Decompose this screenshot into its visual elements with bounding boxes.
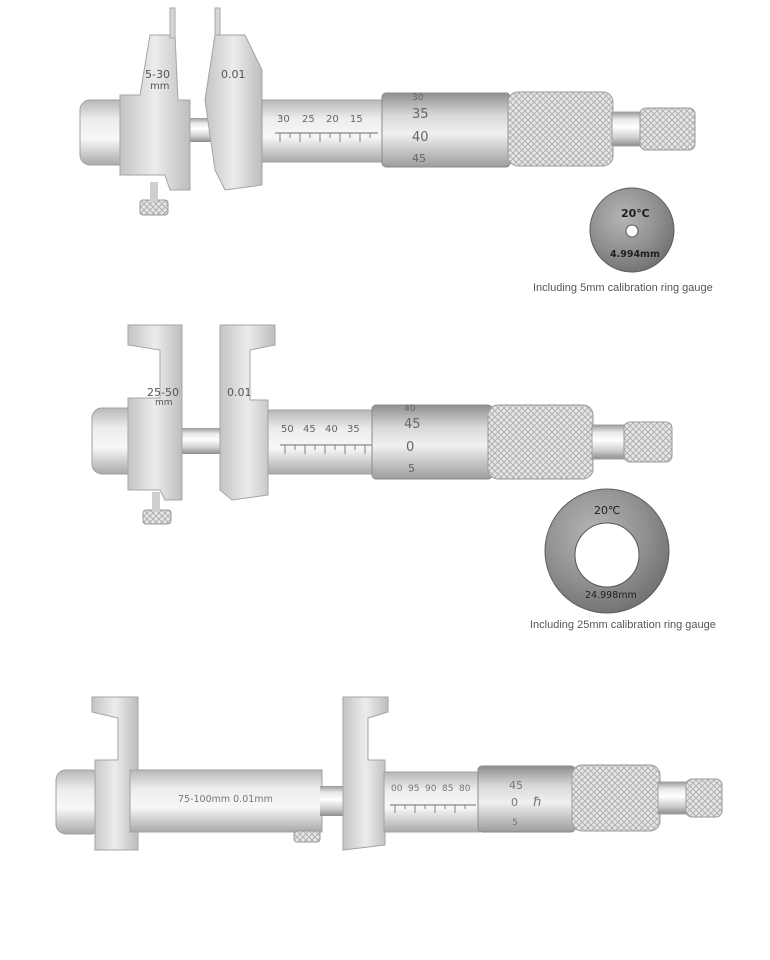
thimble-tick-label: 35 (412, 107, 429, 122)
probe-tip-left (169, 7, 176, 39)
gauge-temp: 20℃ (621, 207, 650, 220)
barrel-label: 75-100mm 0.01mm (178, 794, 273, 805)
range-label: 25-50 (147, 386, 179, 399)
sleeve-tick-label: 80 (459, 784, 471, 794)
thimble-tick-label: 0 (511, 796, 518, 809)
thimble-tick-label: 30 (412, 93, 424, 103)
thimble-tick-label: 45 (412, 152, 426, 165)
sleeve-tick-label: 90 (425, 784, 437, 794)
knurled-grip (571, 764, 661, 832)
thimble-tick-label: 45 (509, 779, 523, 792)
sleeve-tick-label: 20 (326, 114, 339, 125)
ratchet-knob (639, 107, 696, 151)
range-unit: mm (155, 398, 173, 408)
thimble-tick-label: 5 (512, 818, 518, 828)
sleeve-tick-label: 50 (281, 424, 294, 435)
gauge-caption: Including 25mm calibration ring gauge (530, 619, 716, 631)
thimble-tick-label: 0 (406, 440, 414, 455)
thimble (477, 765, 576, 833)
left-jaw (91, 696, 139, 851)
resolution-label: 0.01 (227, 386, 252, 399)
knurled-grip (507, 91, 614, 167)
ring-gauge-5mm: 20℃ 4.994mm (589, 187, 675, 273)
thimble-tick-label: 40 (404, 404, 416, 414)
sleeve (383, 771, 480, 833)
right-jaw (204, 34, 263, 191)
ratchet-knob (685, 778, 723, 818)
sleeve-tick-label: 25 (302, 114, 315, 125)
gauge-temp: 20℃ (594, 504, 620, 517)
spindle (180, 428, 225, 454)
micrometer-5-30: 5-30 mm 0.01 30 25 20 15 30 35 40 45 20℃… (79, 7, 696, 273)
gauge-size: 24.998mm (585, 590, 637, 601)
sleeve-tick-label: 40 (325, 424, 338, 435)
left-jaw (127, 324, 183, 501)
lock-screw-icon (293, 830, 321, 843)
sleeve (261, 99, 383, 163)
sleeve-tick-label: 35 (347, 424, 360, 435)
thimble (371, 404, 493, 480)
sleeve (267, 409, 374, 475)
thimble-tick-label: 40 (412, 130, 429, 145)
right-jaw (219, 324, 276, 501)
sleeve-tick-label: 15 (350, 114, 363, 125)
thimble-tick-label: 5 (408, 462, 415, 475)
right-jaw (342, 696, 389, 851)
thimble (381, 92, 511, 168)
brand-logo-icon: ℏ (533, 795, 541, 810)
gauge-size: 4.994mm (610, 249, 660, 260)
range-label: 5-30 (145, 68, 170, 81)
left-jaw (119, 34, 191, 191)
ring-gauge-25mm: 20℃ 24.998mm (544, 488, 670, 614)
lock-screw-icon (142, 509, 172, 525)
left-end-cap (55, 769, 102, 835)
sleeve-tick-label: 45 (303, 424, 316, 435)
resolution-label: 0.01 (221, 68, 246, 81)
sleeve-tick-label: 95 (408, 784, 419, 794)
sleeve-tick-label: 85 (442, 784, 453, 794)
micrometer-25-50: 25-50 mm 0.01 50 45 40 35 40 45 0 5 20℃ … (91, 324, 673, 614)
extension-barrel (129, 769, 323, 833)
sleeve-tick-label: 00 (391, 784, 403, 794)
sleeve-tick-label: 30 (277, 114, 290, 125)
lock-screw-icon (139, 199, 169, 216)
thimble-tick-label: 45 (404, 417, 421, 432)
micrometer-75-100: ℏ 75-100mm 0.01mm 00 95 90 85 80 45 0 5 (55, 696, 723, 851)
knurled-grip (487, 404, 594, 480)
probe-tip-right (214, 7, 221, 39)
spindle (320, 786, 345, 816)
gauge-caption: Including 5mm calibration ring gauge (533, 282, 713, 294)
ratchet-knob (623, 421, 673, 463)
range-unit: mm (150, 81, 169, 92)
